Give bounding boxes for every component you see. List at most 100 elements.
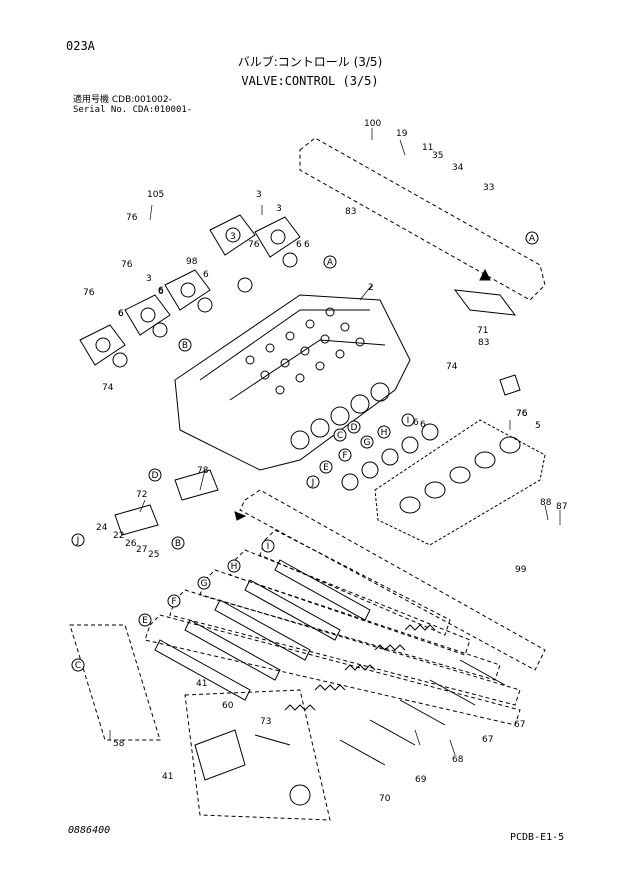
serial-line-2: Serial No. CDA:010001- <box>73 105 193 115</box>
svg-text:H: H <box>381 428 388 438</box>
part-number-label: 33 <box>483 183 494 193</box>
part-number-label: 76 <box>516 409 528 419</box>
part-number-label: 3 <box>276 204 282 214</box>
part-number-label: 5 <box>535 421 541 431</box>
part-number-label: 27 <box>136 545 147 555</box>
ref-letter-h: H <box>227 559 241 573</box>
part-number-label: 76 <box>516 409 528 419</box>
part-number-label: 6 <box>413 418 419 428</box>
part-number-label: 67 <box>482 735 493 745</box>
ref-letter-c: C <box>71 658 85 672</box>
long-bolts <box>254 659 506 766</box>
part-number-label: 24 <box>96 523 108 533</box>
part-number-label: 58 <box>113 739 125 749</box>
title-english: VALVE:CONTROL (3/5) <box>241 74 379 88</box>
valve-block-60 <box>194 729 246 781</box>
part-number-label: 19 <box>396 129 408 139</box>
ref-letter-j: J <box>71 533 85 547</box>
svg-text:E: E <box>323 463 329 473</box>
svg-text:A: A <box>529 234 536 244</box>
part-number-label: 6 <box>304 240 310 250</box>
ref-letter-i: I <box>401 413 415 427</box>
svg-text:C: C <box>75 661 81 671</box>
ref-letter-e: E <box>138 613 152 627</box>
o-rings <box>112 252 439 491</box>
part-number-label: 41 <box>196 679 207 689</box>
part-number-label: 6 <box>296 240 302 250</box>
serial-line-1: 適用号機 CDB:001002- <box>73 95 172 105</box>
part-number-label: 74 <box>102 383 114 393</box>
part-number-label: 6 <box>118 309 124 319</box>
svg-text:J: J <box>76 536 80 546</box>
ref-letter-e: E <box>319 460 333 474</box>
ref-letter-g: G <box>360 435 374 449</box>
flange-parts <box>79 214 301 366</box>
part-number-label: 34 <box>452 163 464 173</box>
ref-letter-b: B <box>178 338 192 352</box>
ref-letter-h: H <box>377 425 391 439</box>
reference-letters: A A B B C C D D E E F F G G H H I I J J <box>71 231 539 672</box>
part-number-label: 2 <box>368 283 374 293</box>
ref-letter-c: C <box>333 428 347 442</box>
cover-block <box>374 419 546 546</box>
ref-letter-g: G <box>197 576 211 590</box>
svg-text:F: F <box>342 451 347 461</box>
part-number-label: 41 <box>162 772 173 782</box>
spools <box>154 559 371 701</box>
part-number-label: 98 <box>186 257 198 267</box>
svg-text:B: B <box>182 341 188 351</box>
svg-text:G: G <box>201 579 208 589</box>
part-number-label: 76 <box>126 213 138 223</box>
part-number-label: 99 <box>515 565 527 575</box>
part-number-label: 60 <box>222 701 234 711</box>
svg-text:I: I <box>407 416 410 426</box>
svg-text:H: H <box>231 562 238 572</box>
title-japanese: バルブ:コントロール (3/5) <box>237 55 383 69</box>
svg-text:D: D <box>351 423 358 433</box>
svg-text:D: D <box>152 471 159 481</box>
ref-letter-d: D <box>148 468 162 482</box>
part-number-label: 22 <box>113 531 124 541</box>
part-number-label: 6 <box>118 309 124 319</box>
ref-letter-f: F <box>167 594 181 608</box>
ref-letter-b: B <box>171 536 185 550</box>
valve-body <box>174 294 411 471</box>
part-number-label: 6 <box>158 286 164 296</box>
ref-letter-a: A <box>323 255 337 269</box>
part-number-label: 88 <box>540 498 552 508</box>
part-number-label: 72 <box>136 490 147 500</box>
svg-text:G: G <box>364 438 371 448</box>
part-number-label: 105 <box>147 190 164 200</box>
part-number-label: 11 <box>422 143 433 153</box>
part-number-label: 6 <box>158 287 164 297</box>
valve-body-ports <box>245 307 390 450</box>
part-number-label: 100 <box>364 119 381 129</box>
part-number-label: 73 <box>260 717 271 727</box>
part-number-label: 6 <box>420 420 426 430</box>
svg-text:F: F <box>171 597 176 607</box>
drawing-number: 0886400 <box>68 825 111 836</box>
svg-text:A: A <box>327 258 334 268</box>
svg-text:I: I <box>267 542 270 552</box>
svg-text:C: C <box>337 431 343 441</box>
svg-text:B: B <box>175 539 181 549</box>
part-number-label: 69 <box>415 775 427 785</box>
part-number-label: 6 <box>203 270 209 280</box>
part-number-label: 3 <box>230 232 236 242</box>
springs <box>284 624 436 711</box>
part-number-label: 35 <box>432 151 443 161</box>
ref-letter-f: F <box>338 448 352 462</box>
ref-letter-i: I <box>261 539 275 553</box>
part-number-label: 3 <box>146 274 152 284</box>
part-number-label: 83 <box>345 207 356 217</box>
ref-letter-j: J <box>306 475 320 489</box>
part-number-label: 78 <box>197 466 209 476</box>
upper-parts-group-outline <box>299 137 546 301</box>
part-number-label: 83 <box>478 338 489 348</box>
part-number-label: 87 <box>556 502 567 512</box>
part-number-label: 70 <box>379 794 391 804</box>
page-reference: PCDB-E1-5 <box>510 832 565 843</box>
